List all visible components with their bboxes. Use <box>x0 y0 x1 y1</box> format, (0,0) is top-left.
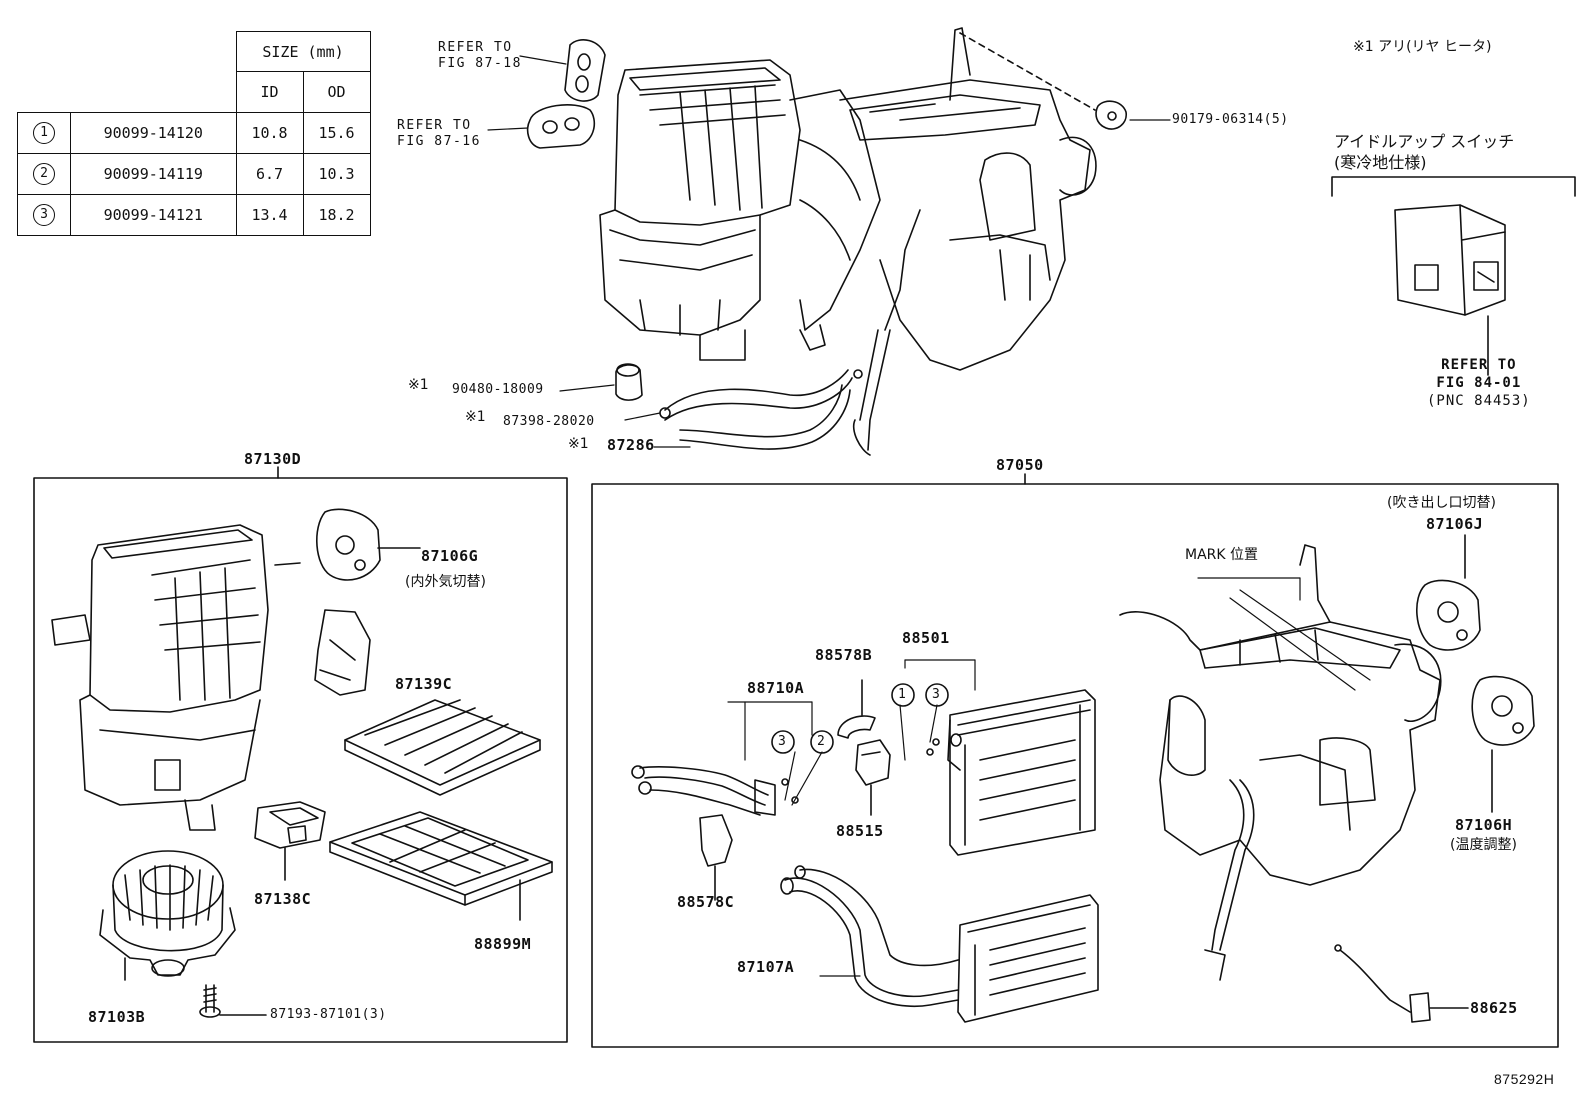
blower-motor-87103B <box>99 850 236 981</box>
note-star1: ※1 アリ(リヤ ヒータ) <box>1353 39 1492 55</box>
group-frame-left <box>33 477 568 1043</box>
od-value: 15.6 <box>302 111 371 154</box>
refer-fig-number: FIG 84-01 <box>1436 375 1522 391</box>
idle-switch <box>1394 204 1506 376</box>
row-number: 3 <box>33 203 55 226</box>
hvac-unit-assembly <box>599 27 1097 456</box>
id-value: 6.7 <box>235 152 304 195</box>
grommet-87-18 <box>564 39 606 102</box>
part-note-87106H: (温度調整) <box>1450 837 1517 853</box>
actuator-87106G <box>315 508 421 581</box>
o-ring-callouts <box>771 683 949 804</box>
part-label-87106G: 87106G <box>421 547 479 565</box>
heater-core-87107A <box>780 865 1099 1023</box>
part-number: 90099-14121 <box>70 193 237 236</box>
part-label-87398: 87398-28020 <box>503 414 595 429</box>
size-header: SIZE (mm) <box>235 31 371 72</box>
diagram-id: 875292H <box>1494 1071 1555 1087</box>
refer-label: REFER TO <box>1441 357 1517 373</box>
part-label-87139C: 87139C <box>395 675 453 693</box>
callout-1: 1 <box>898 687 907 702</box>
refer-label: REFER TO <box>397 118 472 133</box>
table-row: 3 90099-14121 13.4 18.2 <box>17 193 371 236</box>
insulator-88578B <box>837 679 876 739</box>
part-label-88625: 88625 <box>1470 999 1518 1017</box>
part-note-87106G: (内外気切替) <box>405 574 486 590</box>
actuator-87106H <box>1471 675 1535 813</box>
table-row: 2 90099-14119 6.7 10.3 <box>17 152 371 195</box>
resistor-87138C <box>254 801 326 881</box>
hose-87398-87286 <box>659 369 863 450</box>
group-frame-right <box>591 483 1559 1048</box>
star-marker: ※1 <box>408 377 429 393</box>
row-number: 1 <box>33 121 55 144</box>
pipe-88710A <box>631 765 776 816</box>
id-value: 13.4 <box>235 193 304 236</box>
refer-fig-84-01: REFER TO FIG 84-01 (PNC 84453) <box>1427 356 1531 410</box>
evaporator-88501 <box>947 689 1096 856</box>
group-title-87050: 87050 <box>996 456 1044 474</box>
grommet-87-16 <box>526 104 596 149</box>
part-label-87193: 87193-87101(3) <box>270 1007 387 1022</box>
callout-3: 3 <box>778 734 787 749</box>
filter-87139C <box>344 699 541 796</box>
filter-88899M <box>329 811 553 921</box>
plug-90480 <box>615 363 643 401</box>
od-value: 18.2 <box>302 193 371 236</box>
id-value: 10.8 <box>235 111 304 154</box>
star-marker: ※1 <box>465 409 486 425</box>
idle-switch-bracket <box>1331 176 1576 197</box>
actuator-87106J <box>1415 534 1481 651</box>
part-label-87106J: 87106J <box>1426 515 1484 533</box>
leader-lines <box>487 55 1301 977</box>
clip-90179 <box>1095 100 1127 130</box>
part-label-87286: 87286 <box>607 436 655 454</box>
part-label-88515: 88515 <box>836 822 884 840</box>
insulator-88578C <box>699 814 733 901</box>
expansion-valve-88515 <box>855 739 891 816</box>
part-label-90179: 90179-06314(5) <box>1172 112 1289 127</box>
refer-fig-87-16: REFER TO FIG 87-16 <box>397 118 481 150</box>
part-label-88710A: 88710A <box>747 679 805 697</box>
part-label-90480: 90480-18009 <box>452 382 544 397</box>
part-label-87103B: 87103B <box>88 1008 146 1026</box>
part-label-88899M: 88899M <box>474 935 532 953</box>
refer-fig-number: FIG 87-16 <box>397 134 481 149</box>
star-marker: ※1 <box>568 436 589 452</box>
part-label-87106H: 87106H <box>1455 816 1513 834</box>
screw-87193 <box>199 984 267 1018</box>
callout-2: 2 <box>817 734 826 749</box>
row-number: 2 <box>33 162 55 185</box>
part-number: 90099-14119 <box>70 152 237 195</box>
part-label-87107A: 87107A <box>737 958 795 976</box>
table-row: 1 90099-14120 10.8 15.6 <box>17 111 371 154</box>
part-label-88501: 88501 <box>902 629 950 647</box>
part-note-87106J: (吹き出し口切替) <box>1387 495 1496 511</box>
bracket-link <box>314 609 371 696</box>
size-table: SIZE (mm) ID OD 1 90099-14120 10.8 15.6 … <box>17 31 371 236</box>
refer-pnc: (PNC 84453) <box>1427 393 1531 409</box>
refer-label: REFER TO <box>438 40 513 55</box>
part-label-87138C: 87138C <box>254 890 312 908</box>
callout-3: 3 <box>932 687 941 702</box>
part-label-88578C: 88578C <box>677 893 735 911</box>
group-title-87130D: 87130D <box>244 450 302 468</box>
idle-switch-title: アイドルアップ スイッチ <box>1334 132 1515 151</box>
mark-position-label: MARK 位置 <box>1185 547 1259 563</box>
part-label-88578B: 88578B <box>815 646 873 664</box>
col-od-header: OD <box>302 71 371 113</box>
sensor-88625 <box>1334 944 1469 1023</box>
refer-fig-number: FIG 87-18 <box>438 56 522 71</box>
part-number: 90099-14120 <box>70 111 237 154</box>
heater-case-87050 <box>1119 544 1442 981</box>
idle-switch-subtitle: (寒冷地仕様) <box>1334 153 1427 172</box>
refer-fig-87-18: REFER TO FIG 87-18 <box>438 40 522 72</box>
blower-case-87130D <box>51 524 301 831</box>
